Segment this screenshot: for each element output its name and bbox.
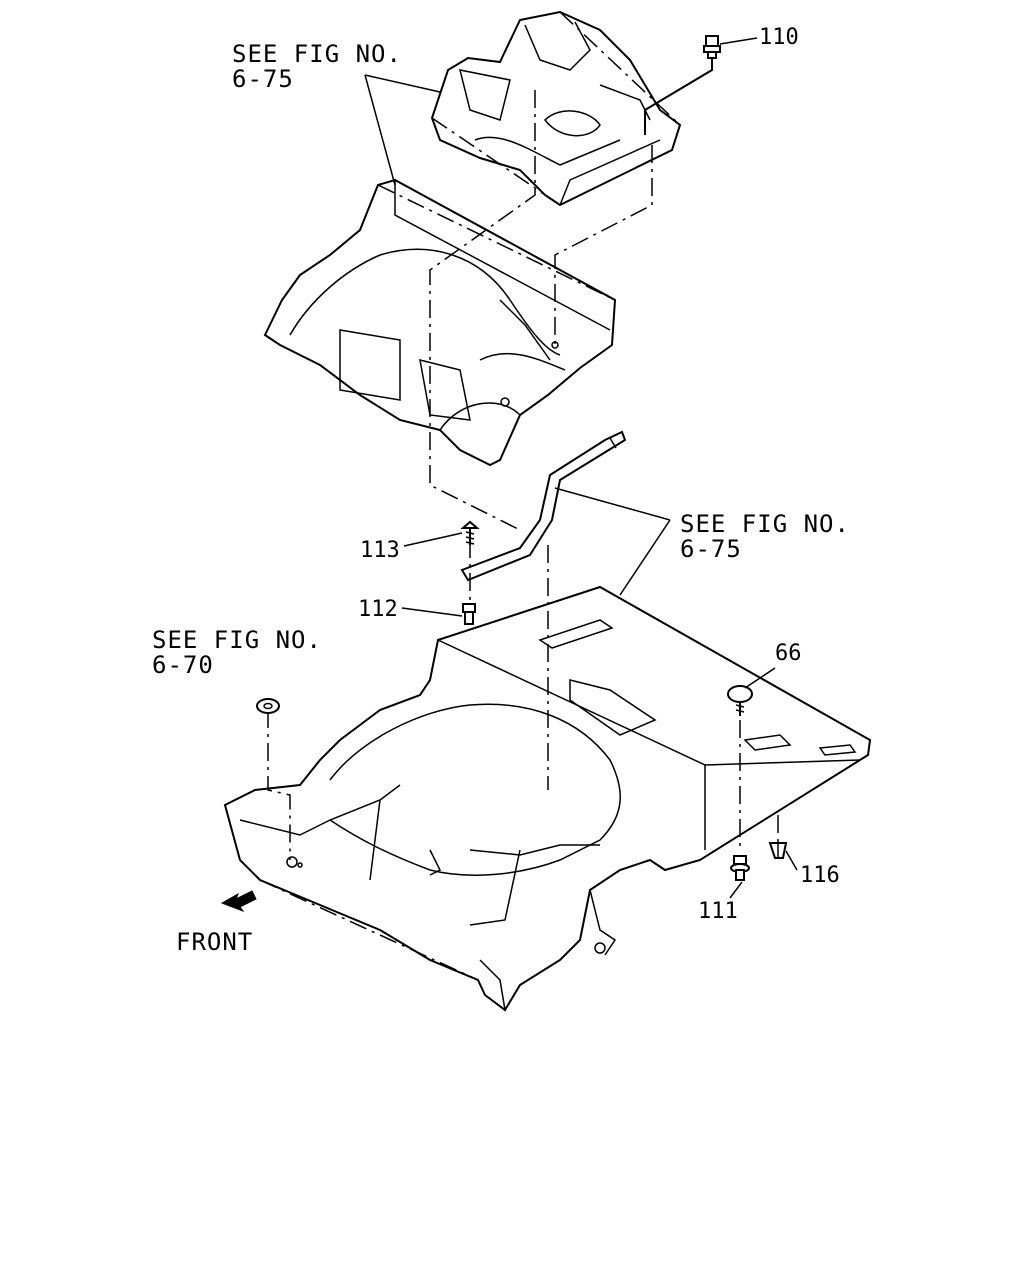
plug-66 [727,685,753,716]
see-fig-mid-line1: SEE FIG NO. [680,510,850,538]
callout-113: 113 [360,538,400,563]
see-fig-top-line2: 6-75 [232,65,294,93]
lower-floor-panel [223,585,872,1012]
see-fig-left-line1: SEE FIG NO. [152,626,322,654]
callout-111: 111 [698,899,738,924]
top-insulator-panel [430,10,682,207]
leader-lines [364,37,798,899]
see-fig-left-line2: 6-70 [152,651,214,679]
fastener-110 [703,35,721,59]
upper-floor-panel [263,178,617,467]
callout-66: 66 [775,641,802,666]
clip-112 [462,603,476,625]
front-arrow-icon [220,890,257,913]
see-fig-mid-line2: 6-75 [680,535,742,563]
grommet-6-70 [256,698,280,714]
callout-116: 116 [800,863,840,888]
assembly-lines [267,58,779,860]
front-label: FRONT [176,928,253,956]
clip-116 [768,842,788,859]
screw-113 [460,520,480,545]
see-fig-top-line1: SEE FIG NO. [232,40,402,68]
callout-110: 110 [759,25,799,50]
callout-112: 112 [358,597,398,622]
bolt-111 [730,855,750,881]
bracket-strip [460,430,627,582]
